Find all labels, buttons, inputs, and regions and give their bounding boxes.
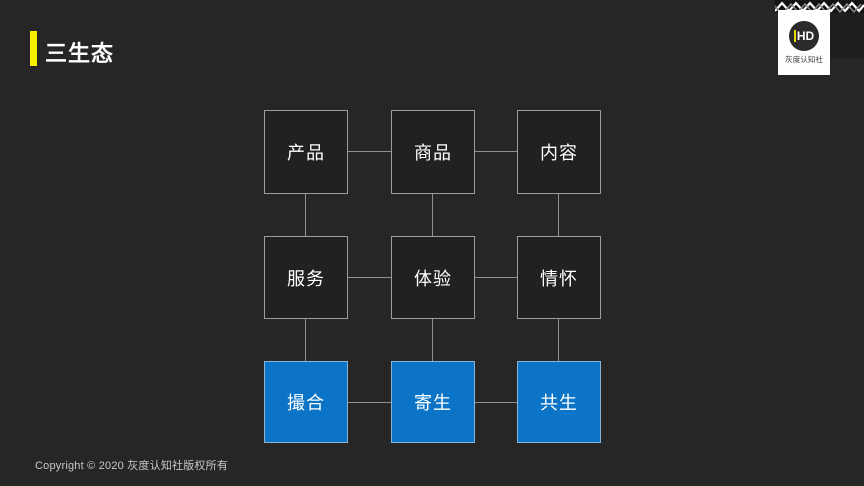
- diagram-node-experience: 体验: [391, 236, 475, 319]
- node-label: 情怀: [540, 268, 578, 289]
- node-label: 内容: [540, 143, 578, 163]
- node-label: 寄生: [414, 393, 452, 413]
- diagram-node-parasitism: 寄生: [391, 361, 475, 443]
- copyright-text: Copyright © 2020 灰度认知社版权所有: [35, 460, 229, 472]
- logo: HD 灰度认知社: [778, 10, 830, 75]
- diagram-node-product: 产品: [264, 110, 348, 194]
- diagram-node-sentiment: 情怀: [517, 236, 601, 319]
- node-label: 共生: [540, 393, 578, 413]
- node-label: 体验: [414, 268, 452, 289]
- logo-mark-icon: HD: [789, 20, 819, 51]
- node-label: 商品: [414, 143, 452, 163]
- node-label: 产品: [287, 143, 325, 163]
- diagram-node-symbiosis: 共生: [517, 361, 601, 443]
- page-title: 三生态: [45, 41, 115, 66]
- diagram-node-commodity: 商品: [391, 110, 475, 194]
- node-label: 服务: [287, 268, 325, 289]
- diagram-node-matchmaking: 撮合: [264, 361, 348, 443]
- logo-text: 灰度认知社: [785, 54, 823, 64]
- logo-mark-letters: HD: [793, 29, 814, 42]
- diagram-node-service: 服务: [264, 236, 348, 319]
- title-accent-bar: [30, 31, 37, 66]
- node-label: 撮合: [287, 393, 325, 413]
- diagram-node-content: 内容: [517, 110, 601, 194]
